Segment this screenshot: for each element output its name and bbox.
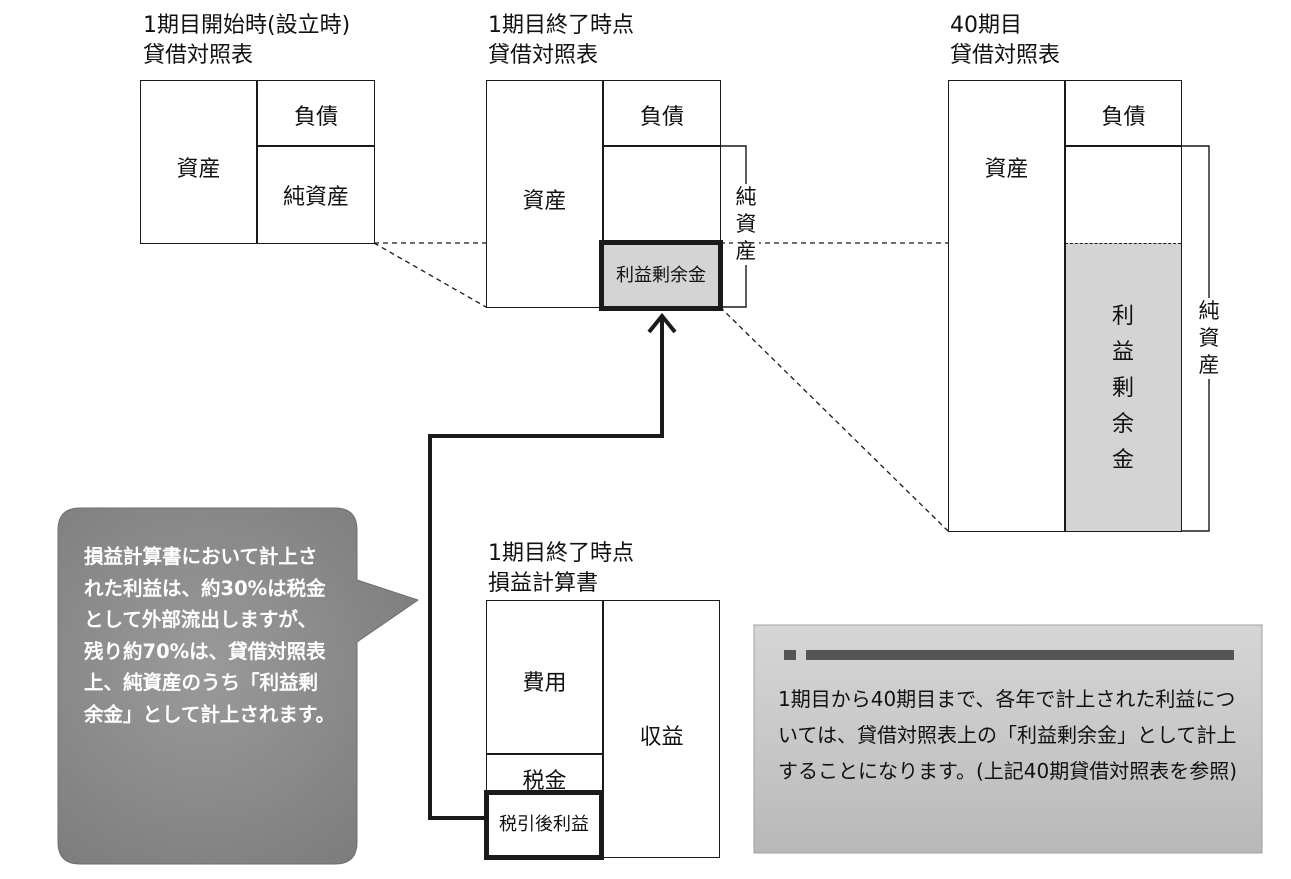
pl-revenue-label: 収益 bbox=[639, 725, 684, 750]
flow-arrow bbox=[428, 318, 664, 820]
sheet2-retained-earnings-box: 利益剰余金 bbox=[599, 240, 723, 311]
callout-bubble bbox=[57, 507, 420, 865]
sheet40-title-line2: 貸借対照表 bbox=[950, 43, 1061, 68]
sheet1-net-assets-label: 純資産 bbox=[282, 185, 349, 210]
note-panel bbox=[753, 624, 1263, 854]
note-bar-long bbox=[806, 650, 1234, 660]
pl-expenses-label: 費用 bbox=[522, 671, 567, 696]
sheet1-divider bbox=[256, 81, 258, 243]
sheet40-balance-sheet: 資産 負債 利益剰余金 bbox=[948, 80, 1182, 532]
sheet2-divider bbox=[602, 81, 604, 307]
pl-net-income-box: 税引後利益 bbox=[484, 790, 604, 860]
sheet2-assets-label: 資産 bbox=[522, 189, 567, 214]
note-bar-small bbox=[784, 650, 796, 660]
sheet2-liabilities-label: 負債 bbox=[639, 105, 684, 130]
sheet2-title-line1: 1期目終了時点 bbox=[488, 13, 634, 38]
sheet40-liabilities-label: 負債 bbox=[1101, 105, 1146, 130]
sheet1-title-line1: 1期目開始時(設立時) bbox=[143, 13, 351, 38]
sheet2-hdivider bbox=[602, 145, 720, 147]
sheet2-net-assets-label: 純資産 bbox=[733, 184, 759, 265]
sheet40-assets-label: 資産 bbox=[984, 157, 1029, 182]
pl-tax-label: 税金 bbox=[522, 769, 567, 794]
sheet1-balance-sheet: 資産 負債 純資産 bbox=[140, 80, 375, 244]
pl-title-line1: 1期目終了時点 bbox=[488, 541, 634, 566]
sheet2-title-line2: 貸借対照表 bbox=[488, 43, 599, 68]
sheet40-hdivider bbox=[1064, 145, 1181, 147]
sheet40-retained-earnings-area bbox=[1065, 243, 1181, 531]
pl-hdivider bbox=[487, 753, 604, 755]
sheet1-liabilities-label: 負債 bbox=[293, 105, 338, 130]
sheet40-title-line1: 40期目 bbox=[950, 13, 1022, 38]
sheet40-dashed-divider bbox=[1065, 243, 1181, 244]
sheet40-net-assets-label: 純資産 bbox=[1196, 298, 1222, 379]
sheet40-retained-earnings-label: 利益剰余金 bbox=[1111, 304, 1134, 473]
pl-divider bbox=[602, 601, 604, 857]
sheet40-divider bbox=[1064, 81, 1066, 531]
callout-text: 損益計算書において計上された利益は、約30%は税金として外部流出しますが、残り約… bbox=[84, 545, 335, 726]
sheet1-title-line2: 貸借対照表 bbox=[143, 43, 254, 68]
pl-title-line2: 損益計算書 bbox=[488, 571, 599, 596]
note-text: 1期目から40期目まで、各年で計上された利益については、貸借対照表上の「利益剰余… bbox=[778, 687, 1238, 783]
sheet1-assets-label: 資産 bbox=[176, 157, 221, 182]
arrow-head bbox=[647, 312, 677, 334]
sheet1-hdivider bbox=[256, 145, 374, 147]
